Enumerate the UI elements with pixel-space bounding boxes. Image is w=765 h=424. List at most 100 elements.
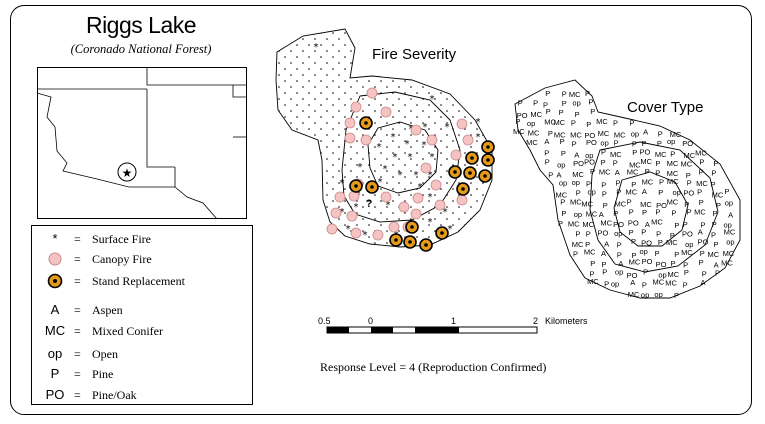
cover-type-mark: P: [670, 231, 675, 240]
cover-type-mark: MC: [667, 270, 679, 279]
cover-type-mark: PO: [642, 257, 653, 266]
surface-fire-mark: *: [428, 170, 433, 181]
surface-fire-symbol: *: [52, 231, 58, 246]
cover-type-mark: PO: [682, 139, 693, 148]
cover-type-mark: P: [589, 269, 594, 278]
cover-type-mark: P: [559, 108, 564, 117]
cover-type-mark: PO: [639, 148, 650, 157]
stand-replacement-mark-center: [394, 238, 398, 242]
cover-type-mark: PO: [656, 260, 667, 269]
cover-type-mark: P: [548, 129, 553, 138]
stand-replacement-mark-center: [486, 145, 490, 149]
unknown-marker: ?: [366, 198, 373, 210]
cover-type-mark: A: [642, 187, 647, 196]
cover-type-mark: P: [686, 171, 691, 180]
cover-type-mark: MC: [640, 200, 652, 209]
cover-type-mark: MC: [582, 220, 594, 229]
stand-replacement-icon: [40, 272, 70, 290]
cover-type-mark: P: [629, 228, 634, 237]
cover-type-mark: P: [604, 280, 609, 289]
cover-type-mark: MC: [596, 117, 608, 126]
cover-type-mark: A: [574, 151, 579, 160]
canopy-fire-mark: [372, 229, 384, 241]
stand-replacement-mark-center: [410, 225, 414, 229]
canopy-fire-mark: [410, 208, 422, 220]
cover-type-mark: A: [698, 228, 703, 237]
canopy-fire-mark: [350, 227, 362, 239]
cover-type-mark: MC: [670, 130, 682, 139]
cover-type-mark: A: [630, 278, 635, 287]
cover-type-mark: P: [699, 157, 704, 166]
surface-fire-mark: *: [428, 217, 433, 228]
cover-type-mark: P: [687, 178, 692, 187]
cover-type-mark: PO: [597, 229, 608, 238]
state-boundary: [146, 89, 175, 168]
legend-equals: =: [74, 388, 81, 402]
cover-type-mark: PO: [586, 138, 597, 147]
canopy-fire-mark: [366, 87, 378, 99]
cover-type-mark: P: [671, 259, 676, 268]
cover-type-mark: A: [544, 137, 549, 146]
cover-type-mark: P: [575, 230, 580, 239]
canopy-fire-mark: [346, 210, 358, 222]
legend-equals: =: [74, 274, 81, 288]
cover-type-mark: P: [700, 249, 705, 258]
cover-type-mark: PO: [698, 238, 709, 247]
cover-type-mark: P: [572, 140, 577, 149]
cover-type-mark: P: [518, 98, 523, 107]
surface-fire-mark: *: [422, 140, 427, 151]
canopy-fire-mark: [326, 223, 338, 235]
surface-fire-mark: *: [428, 192, 433, 203]
cover-type-mark: MC: [694, 207, 706, 216]
cover-type-mark: op: [572, 178, 580, 187]
cover-type-mark: MC: [555, 191, 567, 200]
cover-type-mark: MC: [666, 238, 678, 247]
stand-replacement-mark-center: [468, 171, 472, 175]
cover-type-mark: PO: [641, 238, 652, 247]
cover-type-mark: P: [631, 237, 636, 246]
canopy-fire-mark: [350, 101, 362, 113]
cover-type-mark: P: [684, 200, 689, 209]
cover-type-mark: PO: [573, 159, 584, 168]
cover-type-mark: op: [574, 210, 582, 219]
cover-type-mark: MC: [572, 170, 584, 179]
cover-type-mark: P: [546, 107, 551, 116]
cover-type-mark: MC: [586, 210, 598, 219]
cover-type-mark: P: [712, 209, 717, 218]
cover-type-mark: MC: [629, 160, 641, 169]
canopy-fire-mark: [412, 192, 424, 204]
cover-type-mark: P: [659, 177, 664, 186]
cover-type-mark: P: [699, 198, 704, 207]
cover-type-mark: MC: [625, 187, 637, 196]
cover-type-mark: MC: [642, 177, 654, 186]
legend-label: Mixed Conifer: [92, 324, 163, 338]
star-icon: ★: [122, 166, 133, 180]
cover-type-mark: op: [667, 137, 675, 146]
cover-type-mark: P: [602, 268, 607, 277]
cover-type-mark: P: [560, 198, 565, 207]
cover-type-mark: P: [562, 89, 567, 98]
cover-type-mark: P: [585, 240, 590, 249]
cover-type-mark: op: [641, 291, 649, 300]
stand-replacement-mark-center: [364, 121, 368, 125]
surface-fire-mark: *: [383, 164, 388, 175]
stand-replacement-mark-center: [470, 156, 474, 160]
cover-type-mark: A: [601, 249, 606, 258]
surface-fire-mark: *: [398, 170, 403, 181]
canopy-fire-mark: [450, 149, 462, 161]
cover-type-mark: A: [714, 261, 719, 270]
cover-type-mark: P: [616, 187, 621, 196]
surface-fire-mark: *: [391, 132, 396, 143]
surface-fire-mark: *: [354, 202, 359, 213]
cover-type-mark: P: [699, 167, 704, 176]
cover-type-mark: MC: [667, 177, 679, 186]
canopy-fire-mark: [344, 132, 356, 144]
stand-replacement-mark-center: [370, 185, 374, 189]
cover-type-mark: MC: [569, 90, 581, 99]
canopy-fire-mark: [434, 199, 446, 211]
cover-type-mark: P: [674, 221, 679, 230]
cover-type-mark: P: [642, 208, 647, 217]
cover-type-mark: MC: [667, 198, 679, 207]
cover-type-mark: P: [561, 209, 566, 218]
